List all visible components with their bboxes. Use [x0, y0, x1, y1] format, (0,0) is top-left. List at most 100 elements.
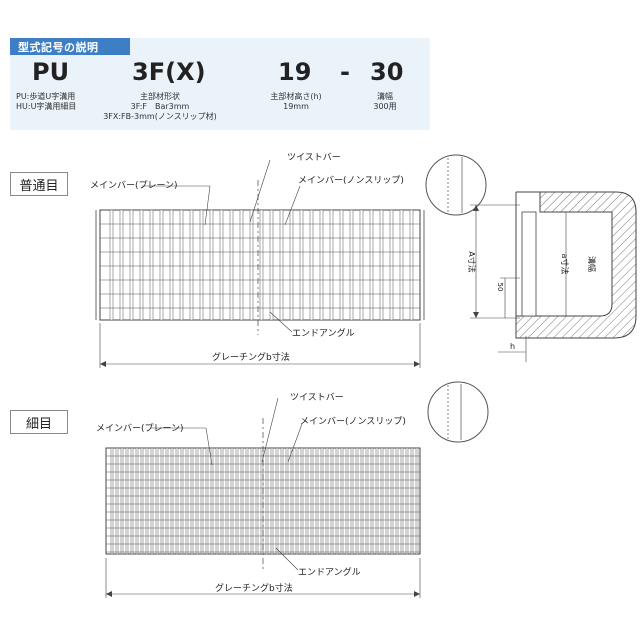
main-bar — [279, 209, 284, 321]
label-end-normal: エンドアングル — [292, 327, 355, 339]
main-bar — [385, 447, 389, 555]
main-bar — [269, 209, 274, 321]
main-bar — [389, 209, 394, 321]
detail-circle-normal — [425, 154, 487, 216]
main-bar — [245, 447, 249, 555]
main-bar — [145, 447, 149, 555]
main-bar — [295, 447, 299, 555]
main-bar — [109, 209, 114, 321]
main-bar — [190, 447, 194, 555]
main-bar — [255, 447, 259, 555]
detail-circle-fine — [427, 381, 489, 443]
label-50: 50 — [496, 283, 504, 292]
material-desc: 主部材形状 3F:F Bar3mm 3FX:FB-3mm(ノンスリップ材) — [100, 92, 220, 122]
label-plain-normal: メインバー(プレーン) — [90, 180, 178, 191]
main-bar — [135, 447, 139, 555]
label-nonslip-fine: メインバー(ノンスリップ) — [300, 416, 406, 427]
height-desc-line: 主部材高さ(h) — [270, 92, 322, 101]
code-type: PU — [32, 58, 70, 86]
main-bar — [299, 209, 304, 321]
main-bar — [365, 447, 369, 555]
main-bar — [330, 447, 334, 555]
main-bar — [169, 209, 174, 321]
main-bar — [260, 447, 264, 555]
main-bar — [160, 447, 164, 555]
main-bar — [149, 209, 154, 321]
main-bar — [320, 447, 324, 555]
main-bar — [200, 447, 204, 555]
main-bar — [179, 209, 184, 321]
main-bar — [110, 447, 114, 555]
main-bar — [319, 209, 324, 321]
main-bar — [305, 447, 309, 555]
main-bar — [290, 447, 294, 555]
label-nonslip-normal: メインバー(ノンスリップ) — [298, 175, 404, 186]
main-bar — [250, 447, 254, 555]
main-bar — [155, 447, 159, 555]
main-bar — [380, 447, 384, 555]
main-bar — [239, 209, 244, 321]
main-bar — [139, 209, 144, 321]
type-desc-line: HU:U字溝用細目 — [16, 102, 77, 111]
main-bar — [379, 209, 384, 321]
main-bar — [310, 447, 314, 555]
main-bar — [259, 209, 264, 321]
main-bar — [359, 209, 364, 321]
width-desc: 溝幅 300用 — [360, 92, 410, 112]
main-bar — [150, 447, 154, 555]
height-desc: 主部材高さ(h) 19mm — [256, 92, 336, 112]
main-bar — [275, 447, 279, 555]
label-a-small: a寸法 — [560, 254, 570, 275]
main-bar — [235, 447, 239, 555]
main-bar — [230, 447, 234, 555]
header-title: 型式記号の説明 — [18, 41, 99, 54]
label-grating-b-normal: グレーチングb寸法 — [212, 351, 290, 363]
main-bar — [129, 209, 134, 321]
main-bar — [270, 447, 274, 555]
main-bar — [410, 447, 414, 555]
leader-plain-fine — [205, 427, 213, 466]
main-bar — [185, 447, 189, 555]
gutter-wall — [515, 191, 637, 339]
main-bar — [120, 447, 124, 555]
main-bar — [229, 209, 234, 321]
main-bar — [265, 447, 269, 555]
material-desc-line: 3FX:FB-3mm(ノンスリップ材) — [103, 112, 217, 121]
main-bar — [409, 209, 414, 321]
label-end-fine: エンドアングル — [298, 566, 361, 578]
label-grating-b-fine: グレーチングb寸法 — [215, 582, 293, 594]
code-height: 19 — [278, 58, 312, 86]
main-bar — [189, 209, 194, 321]
section-label-normal: 普通目 — [10, 172, 68, 196]
main-bar — [140, 447, 144, 555]
main-bar — [215, 447, 219, 555]
height-desc-line: 19mm — [283, 102, 309, 111]
label-a-dim: A寸法 — [467, 251, 477, 272]
main-bar — [289, 209, 294, 321]
main-bar — [349, 209, 354, 321]
main-bar — [325, 447, 329, 555]
main-bar — [345, 447, 349, 555]
leader-twist-normal — [249, 159, 271, 223]
header-tab — [10, 38, 130, 55]
dim-arrow-left — [100, 361, 106, 367]
main-bar — [329, 209, 334, 321]
type-desc: PU:歩道U字溝用 HU:U字溝用細目 — [16, 92, 76, 112]
main-bar — [210, 447, 214, 555]
main-bar — [170, 447, 174, 555]
main-bar — [355, 447, 359, 555]
material-desc-line: 3F:F Bar3mm — [130, 102, 190, 111]
main-bar — [340, 447, 344, 555]
main-bar — [375, 447, 379, 555]
main-bar — [220, 447, 224, 555]
width-desc-line: 溝幅 — [377, 92, 393, 101]
code-width: 30 — [370, 58, 404, 86]
main-bar — [249, 209, 254, 321]
main-bar — [205, 447, 209, 555]
main-bar — [300, 447, 304, 555]
main-bar — [400, 447, 404, 555]
main-bar — [180, 447, 184, 555]
label-gutter-width: 溝幅 — [587, 256, 597, 272]
main-bar — [175, 447, 179, 555]
